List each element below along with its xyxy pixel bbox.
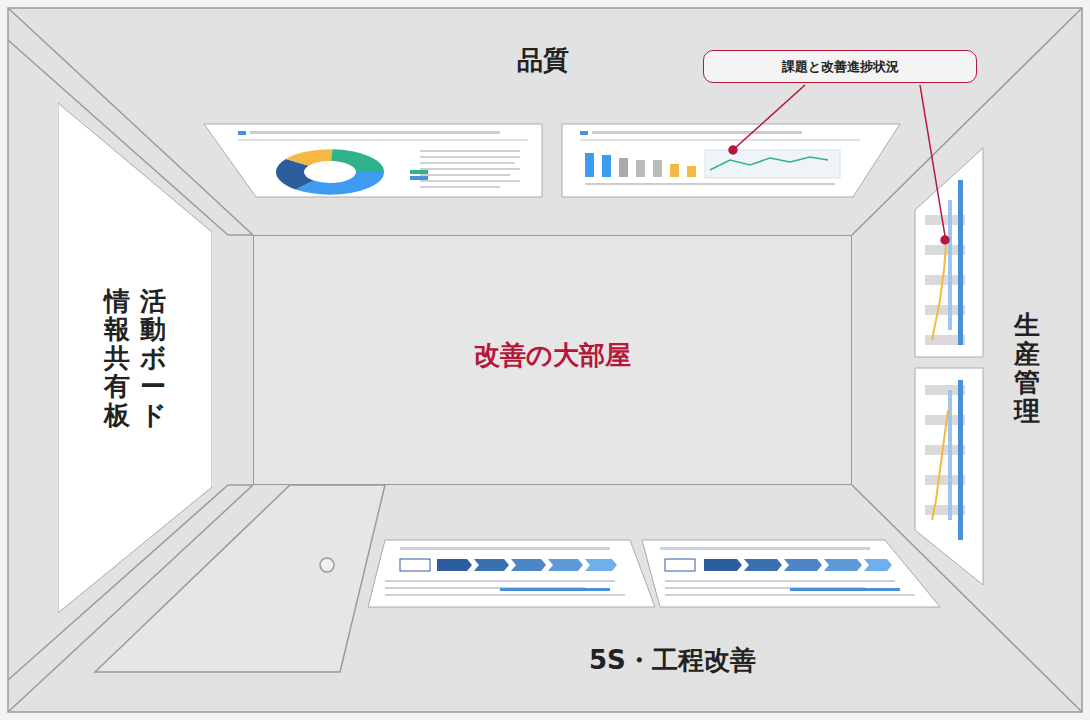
- room-back-wall: 改善の大部屋: [253, 235, 852, 485]
- panel-outline: [58, 103, 212, 613]
- room-title: 改善の大部屋: [474, 338, 631, 373]
- board-title: 活動ボード: [140, 287, 166, 430]
- wall-label-quality: 品質: [517, 43, 569, 78]
- callout-box: 課題と改善進捗状況: [703, 50, 977, 83]
- callout-text: 課題と改善進捗状況: [782, 58, 899, 76]
- wall-label-production: 生産管理: [1014, 311, 1040, 425]
- wall-label-5s: 5S・工程改善: [589, 643, 756, 678]
- board-title: 情報共有板: [104, 287, 130, 430]
- info-board-panel: 情報共有板活動ボード: [58, 103, 212, 613]
